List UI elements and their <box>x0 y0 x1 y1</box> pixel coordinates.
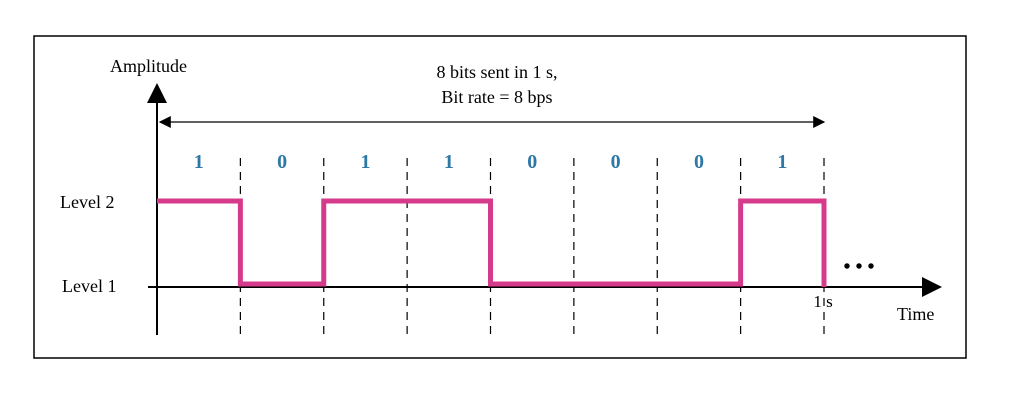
digital-signal <box>157 198 827 287</box>
bit-dividers <box>239 158 825 334</box>
bit-labels: 1 0 1 1 0 0 0 1 <box>194 151 788 173</box>
continuation-dots: • • • <box>843 256 874 278</box>
end-tick-label: 1 s <box>813 292 832 311</box>
bit-label: 1 <box>194 151 204 173</box>
bit-label: 1 <box>444 151 454 173</box>
bit-label: 0 <box>527 151 537 173</box>
bit-label: 1 <box>777 151 787 173</box>
level-1-label: Level 1 <box>62 276 116 296</box>
title-line-1: 8 bits sent in 1 s, <box>436 62 557 82</box>
title-line-2: Bit rate = 8 bps <box>441 87 552 107</box>
bit-label: 0 <box>277 151 287 173</box>
y-axis-label: Amplitude <box>110 56 187 76</box>
bit-label: 0 <box>694 151 704 173</box>
diagram-frame <box>33 35 967 359</box>
level-2-label: Level 2 <box>60 192 114 212</box>
x-axis-label: Time <box>897 304 934 324</box>
bit-label: 0 <box>611 151 621 173</box>
bit-label: 1 <box>360 151 370 173</box>
